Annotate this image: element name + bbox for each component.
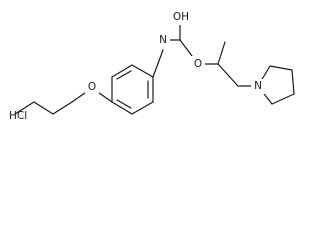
structure-drawing: O N OH O N HCl: [9, 10, 295, 122]
pyrrolidine-nitrogen-label: N: [254, 80, 262, 92]
amide-nitrogen-bg: [156, 33, 170, 48]
bond-ch-me: [217, 41, 226, 65]
amide-nitrogen-label: N: [159, 34, 167, 46]
bond-ring-2: [131, 101, 154, 115]
bond-ring-5: [111, 64, 133, 78]
hydroxyl-label: OH: [173, 11, 189, 23]
bond-propyl-1: [14, 101, 35, 115]
bond-pyr-2: [269, 65, 293, 71]
bond-ch-ch2: [217, 63, 239, 87]
bond-propyl-2: [33, 101, 54, 115]
pyrrolidine-nitrogen-bg: [251, 79, 265, 94]
ether-oxygen-bg: [85, 80, 99, 95]
bond-ring-inner-3: [116, 70, 132, 80]
bond-ring-1: [111, 101, 133, 115]
bond-ring-inner-1: [116, 99, 132, 109]
bond-aryl-n: [152, 49, 164, 78]
bond-propyl-3: [52, 101, 73, 115]
hydroxyl-bg: [171, 10, 191, 25]
bond-pyr-3: [291, 69, 295, 95]
bond-pyr-4: [271, 93, 295, 105]
ether-oxygen-label: O: [88, 81, 96, 93]
salt-label: HCl: [9, 110, 27, 122]
bond-ring-4: [131, 64, 154, 78]
ester-oxygen-bg: [191, 56, 205, 71]
ester-oxygen-label: O: [194, 58, 202, 70]
